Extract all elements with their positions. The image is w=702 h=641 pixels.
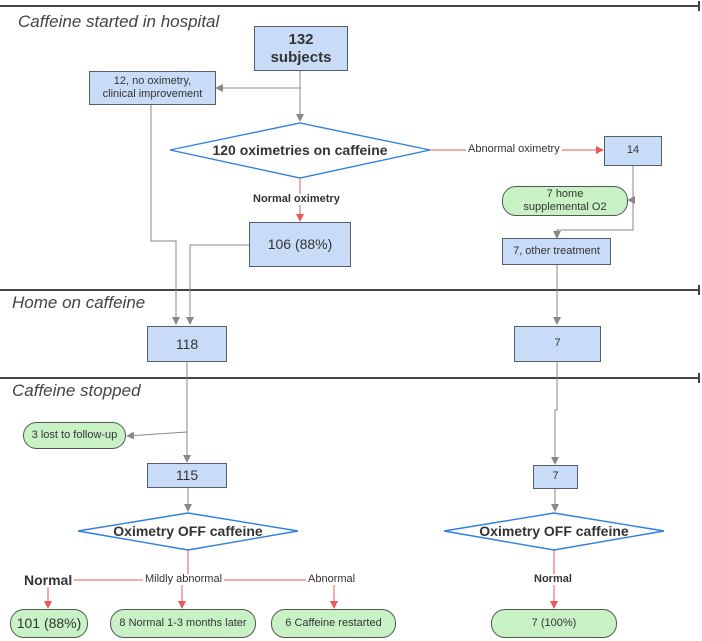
node-106: 106 (88%) xyxy=(249,222,351,267)
node-6-restarted: 6 Caffeine restarted xyxy=(271,609,396,638)
node-132-subjects: 132 subjects xyxy=(254,26,348,71)
subjects-label: subjects xyxy=(270,48,332,66)
home-o2-line2: supplemental O2 xyxy=(523,201,607,213)
node-7-100: 7 (100%) xyxy=(491,609,617,638)
section-label-home: Home on caffeine xyxy=(12,293,146,312)
diamond-oximetries-text: 120 oximetries on caffeine xyxy=(212,142,388,158)
edge-to-lost xyxy=(126,431,188,440)
no-oximetry-line1: 12, no oximetry, xyxy=(113,74,192,87)
section-label-stopped: Caffeine stopped xyxy=(12,381,141,400)
node-home-o2: 7 home supplemental O2 xyxy=(502,186,628,216)
edge-label-abnormal: Abnormal xyxy=(306,573,358,585)
edge-14-other xyxy=(553,200,634,239)
subjects-count: 132 xyxy=(288,30,314,48)
edge-label-mildly-abnormal: Mildly abnormal xyxy=(143,573,225,585)
edge-label-abnormal-oximetry: Abnormal oximetry xyxy=(466,143,562,155)
home-o2-line1: 7 home xyxy=(546,187,584,200)
node-lost-follow-up: 3 lost to follow-up xyxy=(23,422,126,449)
node-home-7: 7 xyxy=(514,326,601,362)
edge-home7-7b xyxy=(551,362,559,465)
edge-106-118 xyxy=(186,244,249,325)
section-label-hospital: Caffeine started in hospital xyxy=(18,12,220,31)
edge-14-home-o2 xyxy=(627,166,635,204)
node-118: 118 xyxy=(147,326,227,362)
diamond-off-left-text: Oximetry OFF caffeine xyxy=(113,523,263,539)
node-8-normal-later: 8 Normal 1-3 months later xyxy=(110,609,256,638)
section-dividers xyxy=(0,1,700,383)
neutral-connectors xyxy=(126,71,635,512)
node-no-oximetry: 12, no oximetry, clinical improvement xyxy=(89,71,216,105)
no-oximetry-line2: clinical improvement xyxy=(102,88,203,100)
node-101: 101 (88%) xyxy=(10,609,88,638)
node-115: 115 xyxy=(147,463,227,488)
edge-no-oximetry-118 xyxy=(150,104,180,325)
edge-label-normal-right: Normal xyxy=(532,573,574,585)
node-7b: 7 xyxy=(533,465,578,489)
edge-label-normal-left: Normal xyxy=(22,572,75,588)
diamond-off-right-text: Oximetry OFF caffeine xyxy=(479,523,629,539)
node-other-treatment: 7, other treatment xyxy=(502,238,611,265)
edge-label-normal-oximetry: Normal oximetry xyxy=(251,193,342,205)
node-14: 14 xyxy=(604,136,662,166)
